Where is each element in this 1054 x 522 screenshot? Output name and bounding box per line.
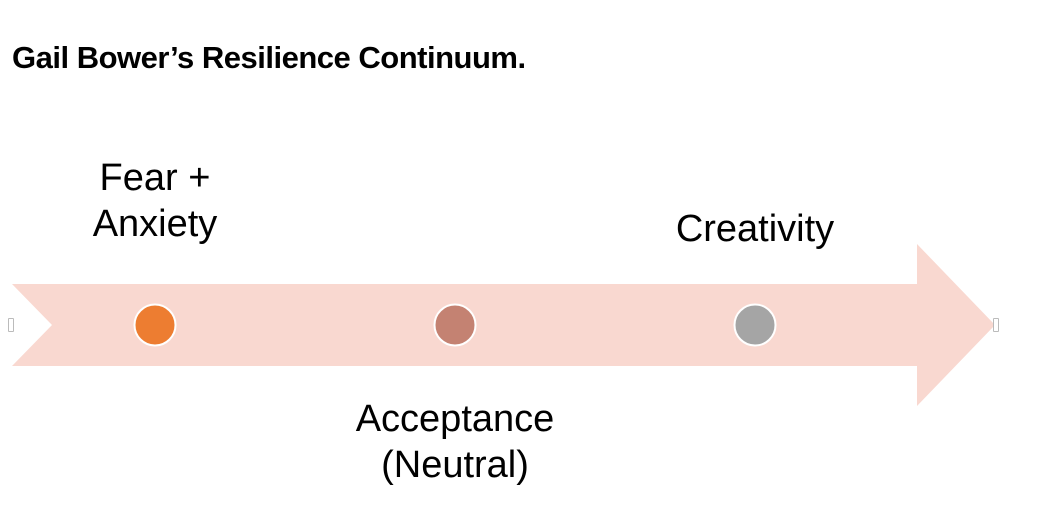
- stage-label-creativity: Creativity: [655, 206, 855, 252]
- stage-label-line1: Creativity: [675, 208, 835, 250]
- arrow-shape: [12, 244, 995, 406]
- stage-dot-creativity: [733, 303, 777, 347]
- stage-label-line1: Fear +: [99, 157, 211, 199]
- stage-label-line1: Acceptance: [355, 398, 555, 440]
- stage-dot-fear: [133, 303, 177, 347]
- stage-label-acceptance: Acceptance (Neutral): [330, 396, 580, 488]
- stage-label-line2: Anxiety: [92, 203, 218, 245]
- diagram-title: Gail Bower’s Resilience Continuum.: [12, 40, 526, 75]
- stage-dot-acceptance: [433, 303, 477, 347]
- stage-label-fear-anxiety: Fear + Anxiety: [60, 155, 250, 247]
- resize-handle-left[interactable]: [8, 318, 14, 332]
- stage-label-line2: (Neutral): [381, 444, 529, 486]
- resize-handle-right[interactable]: [993, 318, 999, 332]
